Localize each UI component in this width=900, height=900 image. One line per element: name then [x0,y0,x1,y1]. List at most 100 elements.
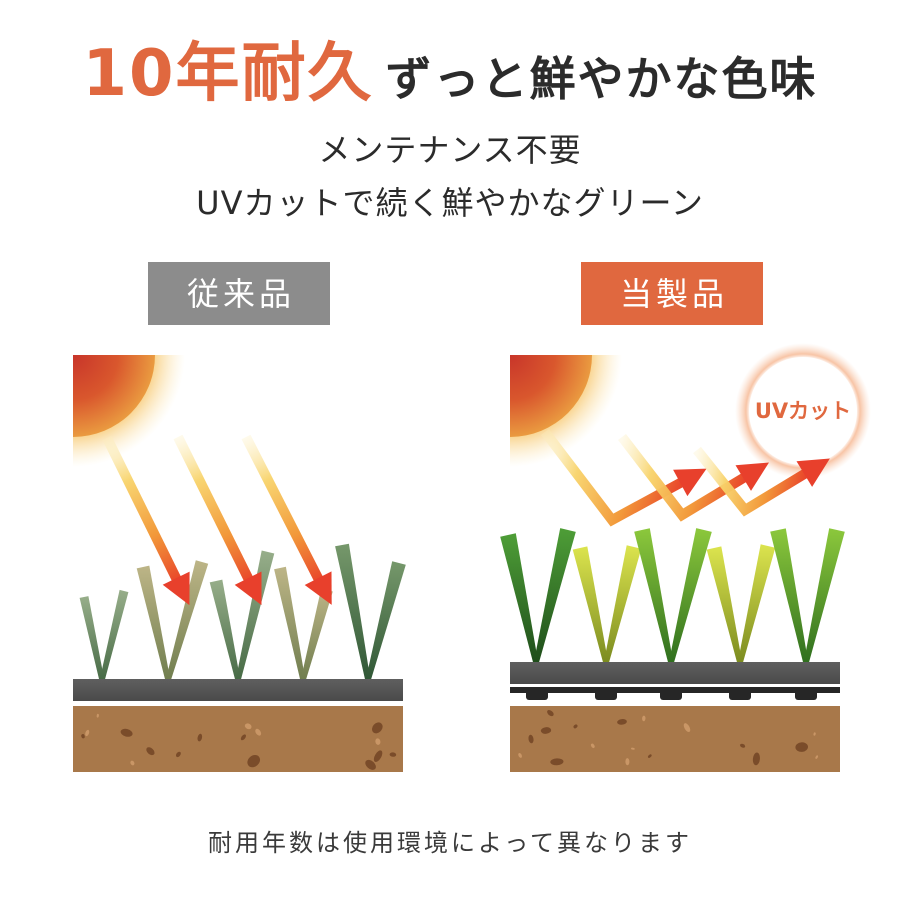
soil-speck [573,724,578,729]
grass-blade [365,561,406,682]
arrow-icon [234,571,262,606]
subheadline-line-2: UVカットで続く鮮やかなグリーン [196,184,704,222]
soil-speck [375,738,381,745]
soil-speck [540,727,552,734]
grass-tuft [209,550,275,682]
soil-specks [518,710,819,766]
grass-blade [300,588,333,682]
arrow-icon [162,571,190,606]
arrow-icon [673,468,707,497]
grass-tuft [770,528,845,665]
soil-speck [528,734,534,744]
uv-ray [541,428,685,527]
backing-foot [526,690,548,700]
arrow-icon [796,458,830,487]
grass-blade [99,589,129,682]
soil-speck [740,743,746,748]
soil-speck [625,758,630,766]
grass-blade [79,596,105,682]
turf-backing-bar [73,679,403,701]
grass-conventional [79,543,406,682]
uv-rays-penetrating [102,434,332,606]
grass-blade [737,544,776,665]
uv-cut-badge: UVカット [735,343,871,479]
soil-speck [518,752,522,758]
conventional-panel [73,355,406,772]
backing-feet [526,690,817,700]
soil-speck [371,722,383,734]
uv-rays-reflected [541,428,830,527]
grass-tuft [500,528,576,665]
soil-speck [244,723,252,730]
uv-ray [241,434,324,583]
grass-blade [572,546,609,665]
grass-blade [706,546,743,665]
grass-blade [500,533,539,665]
grass-blade [634,528,674,665]
grass-tuft [79,589,129,682]
soil-speck [255,728,262,736]
soil-speck [815,755,819,759]
sun-icon [73,355,155,437]
backing-foot [595,690,617,700]
soil-layer [73,706,403,772]
soil-speck [590,743,595,749]
grass-blade [770,528,809,665]
grass-blade [235,550,275,682]
soil-speck [631,747,635,750]
soil-speck [647,754,652,758]
soil-speck [81,734,85,739]
uv-ray [173,434,254,583]
sun-icon [510,355,592,437]
badge-circle [749,357,857,465]
grass-tuft [335,543,406,682]
conventional-product-label: 従来品 [148,262,330,325]
grass-blade [274,566,306,682]
soil-speck [795,742,808,752]
soil-speck [175,751,181,758]
uv-ray [102,435,182,583]
soil-layer [510,706,840,772]
backing-foot [795,690,817,700]
grass-blade [803,528,845,665]
badge-label: UVカット [755,399,851,423]
soil-speck [752,752,760,766]
soil-speck [247,754,261,768]
grass-tuft [136,560,209,682]
turf-backing-bar [510,662,840,684]
backing-foot [729,690,751,700]
soil-speck [146,747,155,756]
soil-speck [642,715,646,722]
grass-tuft [706,544,776,665]
backing-foot [660,690,682,700]
conventional-label-text: 従来品 [186,274,295,313]
soil-speck [683,723,691,733]
grass-blade [533,528,576,665]
durability-footnote: 耐用年数は使用環境によって異なります [207,829,693,857]
our-product-label: 当製品 [581,262,763,325]
soil-speck [96,713,99,718]
grass-blade [136,565,171,682]
grass-tuft [572,545,642,665]
product-label-text: 当製品 [619,274,728,313]
uv-ray [693,446,809,517]
soil-speck [240,734,246,741]
grass-tuft [634,528,712,665]
soil-speck [85,729,90,737]
soil-specks [81,713,397,770]
soil-speck [813,732,816,736]
soil-speck [373,750,383,762]
soil-speck [389,752,397,757]
subheadline-line-1: メンテナンス不要 [318,131,582,169]
grass-blade [165,560,209,682]
soil-speck [617,719,627,725]
grass-blade [209,579,241,682]
soil-speck [547,710,554,717]
soil-speck [120,728,133,737]
product-panel: UVカット [500,343,871,772]
soil-speck [365,759,376,770]
soil-speck [130,760,135,766]
headline-accent: 10年耐久 [82,37,374,111]
